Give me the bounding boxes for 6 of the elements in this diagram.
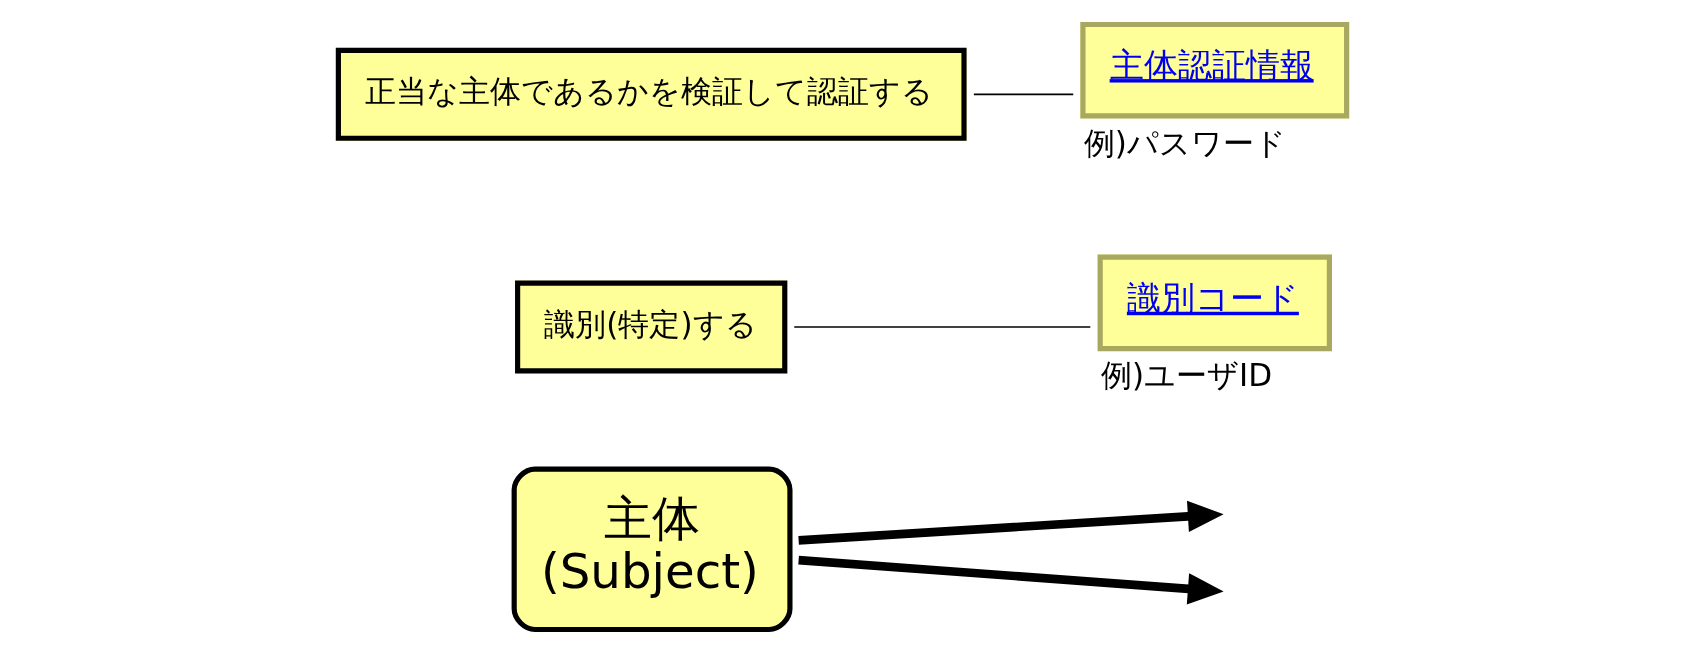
connector: [792, 326, 1091, 328]
connector: [972, 93, 1074, 96]
arrow: [797, 555, 1224, 605]
arrow: [797, 500, 1224, 545]
node-label: 例)ユーザID: [1100, 357, 1272, 394]
node-label: 例)パスワード: [1083, 124, 1286, 161]
